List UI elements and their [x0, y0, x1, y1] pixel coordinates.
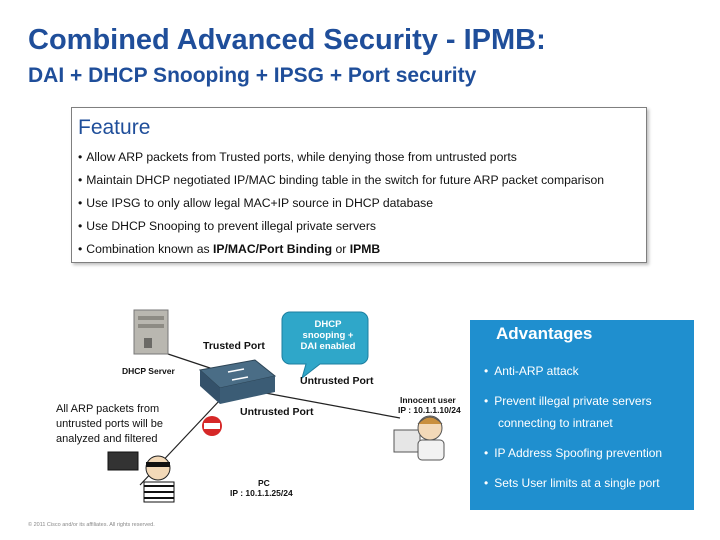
feature-bullet: •Maintain DHCP negotiated IP/MAC binding… — [78, 173, 605, 187]
label-innocent-user: Innocent user — [400, 395, 456, 405]
feature-box: Feature •Allow ARP packets from Trusted … — [71, 107, 647, 263]
switch-icon — [198, 359, 277, 404]
callout-bubble — [281, 311, 369, 380]
label-hacker-ip: IP : 10.1.1.25/24 — [230, 488, 293, 498]
innocent-user-icon — [393, 415, 445, 461]
feature-bullet: •Combination known as IP/MAC/Port Bindin… — [78, 242, 381, 256]
advantage-item: •Prevent illegal private servers — [484, 394, 652, 408]
label-hacker-pc: PC — [258, 478, 270, 488]
feature-bullet: •Use IPSG to only allow legal MAC+IP sou… — [78, 196, 434, 210]
link-innocent — [259, 391, 401, 419]
feature-bullet-list: •Allow ARP packets from Trusted ports, w… — [78, 150, 604, 265]
feature-heading: Feature — [78, 116, 151, 139]
feature-bullet: •Allow ARP packets from Trusted ports, w… — [78, 150, 517, 164]
slide-title: Combined Advanced Security - IPMB: — [28, 24, 546, 56]
diagram-note: All ARP packets from untrusted ports wil… — [56, 403, 163, 445]
advantage-item: •Sets User limits at a single port — [484, 476, 660, 490]
advantages-list: •Anti-ARP attack •Prevent illegal privat… — [484, 360, 662, 494]
label-innocent-ip: IP : 10.1.1.10/24 — [398, 405, 461, 415]
advantage-item: •IP Address Spoofing prevention — [484, 446, 663, 460]
network-diagram — [107, 309, 445, 503]
hacker-icon — [107, 451, 175, 503]
label-untrusted-port-hacker: Untrusted Port — [240, 406, 314, 418]
no-entry-icon — [202, 416, 222, 436]
advantages-heading: Advantages — [496, 324, 593, 343]
callout-text: DHCP snooping + DAI enabled — [300, 319, 356, 352]
advantages-box: Advantages •Anti-ARP attack •Prevent ill… — [470, 320, 694, 510]
label-trusted-port: Trusted Port — [203, 340, 265, 352]
advantage-item: •Anti-ARP attack — [484, 364, 579, 378]
label-dhcp-server: DHCP Server — [122, 366, 175, 376]
feature-bullet: •Use DHCP Snooping to prevent illegal pr… — [78, 219, 376, 233]
server-icon — [133, 309, 169, 355]
copyright-text: © 2011 Cisco and/or its affiliates. All … — [28, 522, 155, 528]
advantage-item-continuation: connecting to intranet — [498, 416, 613, 430]
slide-subtitle: DAI + DHCP Snooping + IPSG + Port securi… — [28, 64, 477, 87]
label-untrusted-port-innocent: Untrusted Port — [300, 375, 374, 387]
